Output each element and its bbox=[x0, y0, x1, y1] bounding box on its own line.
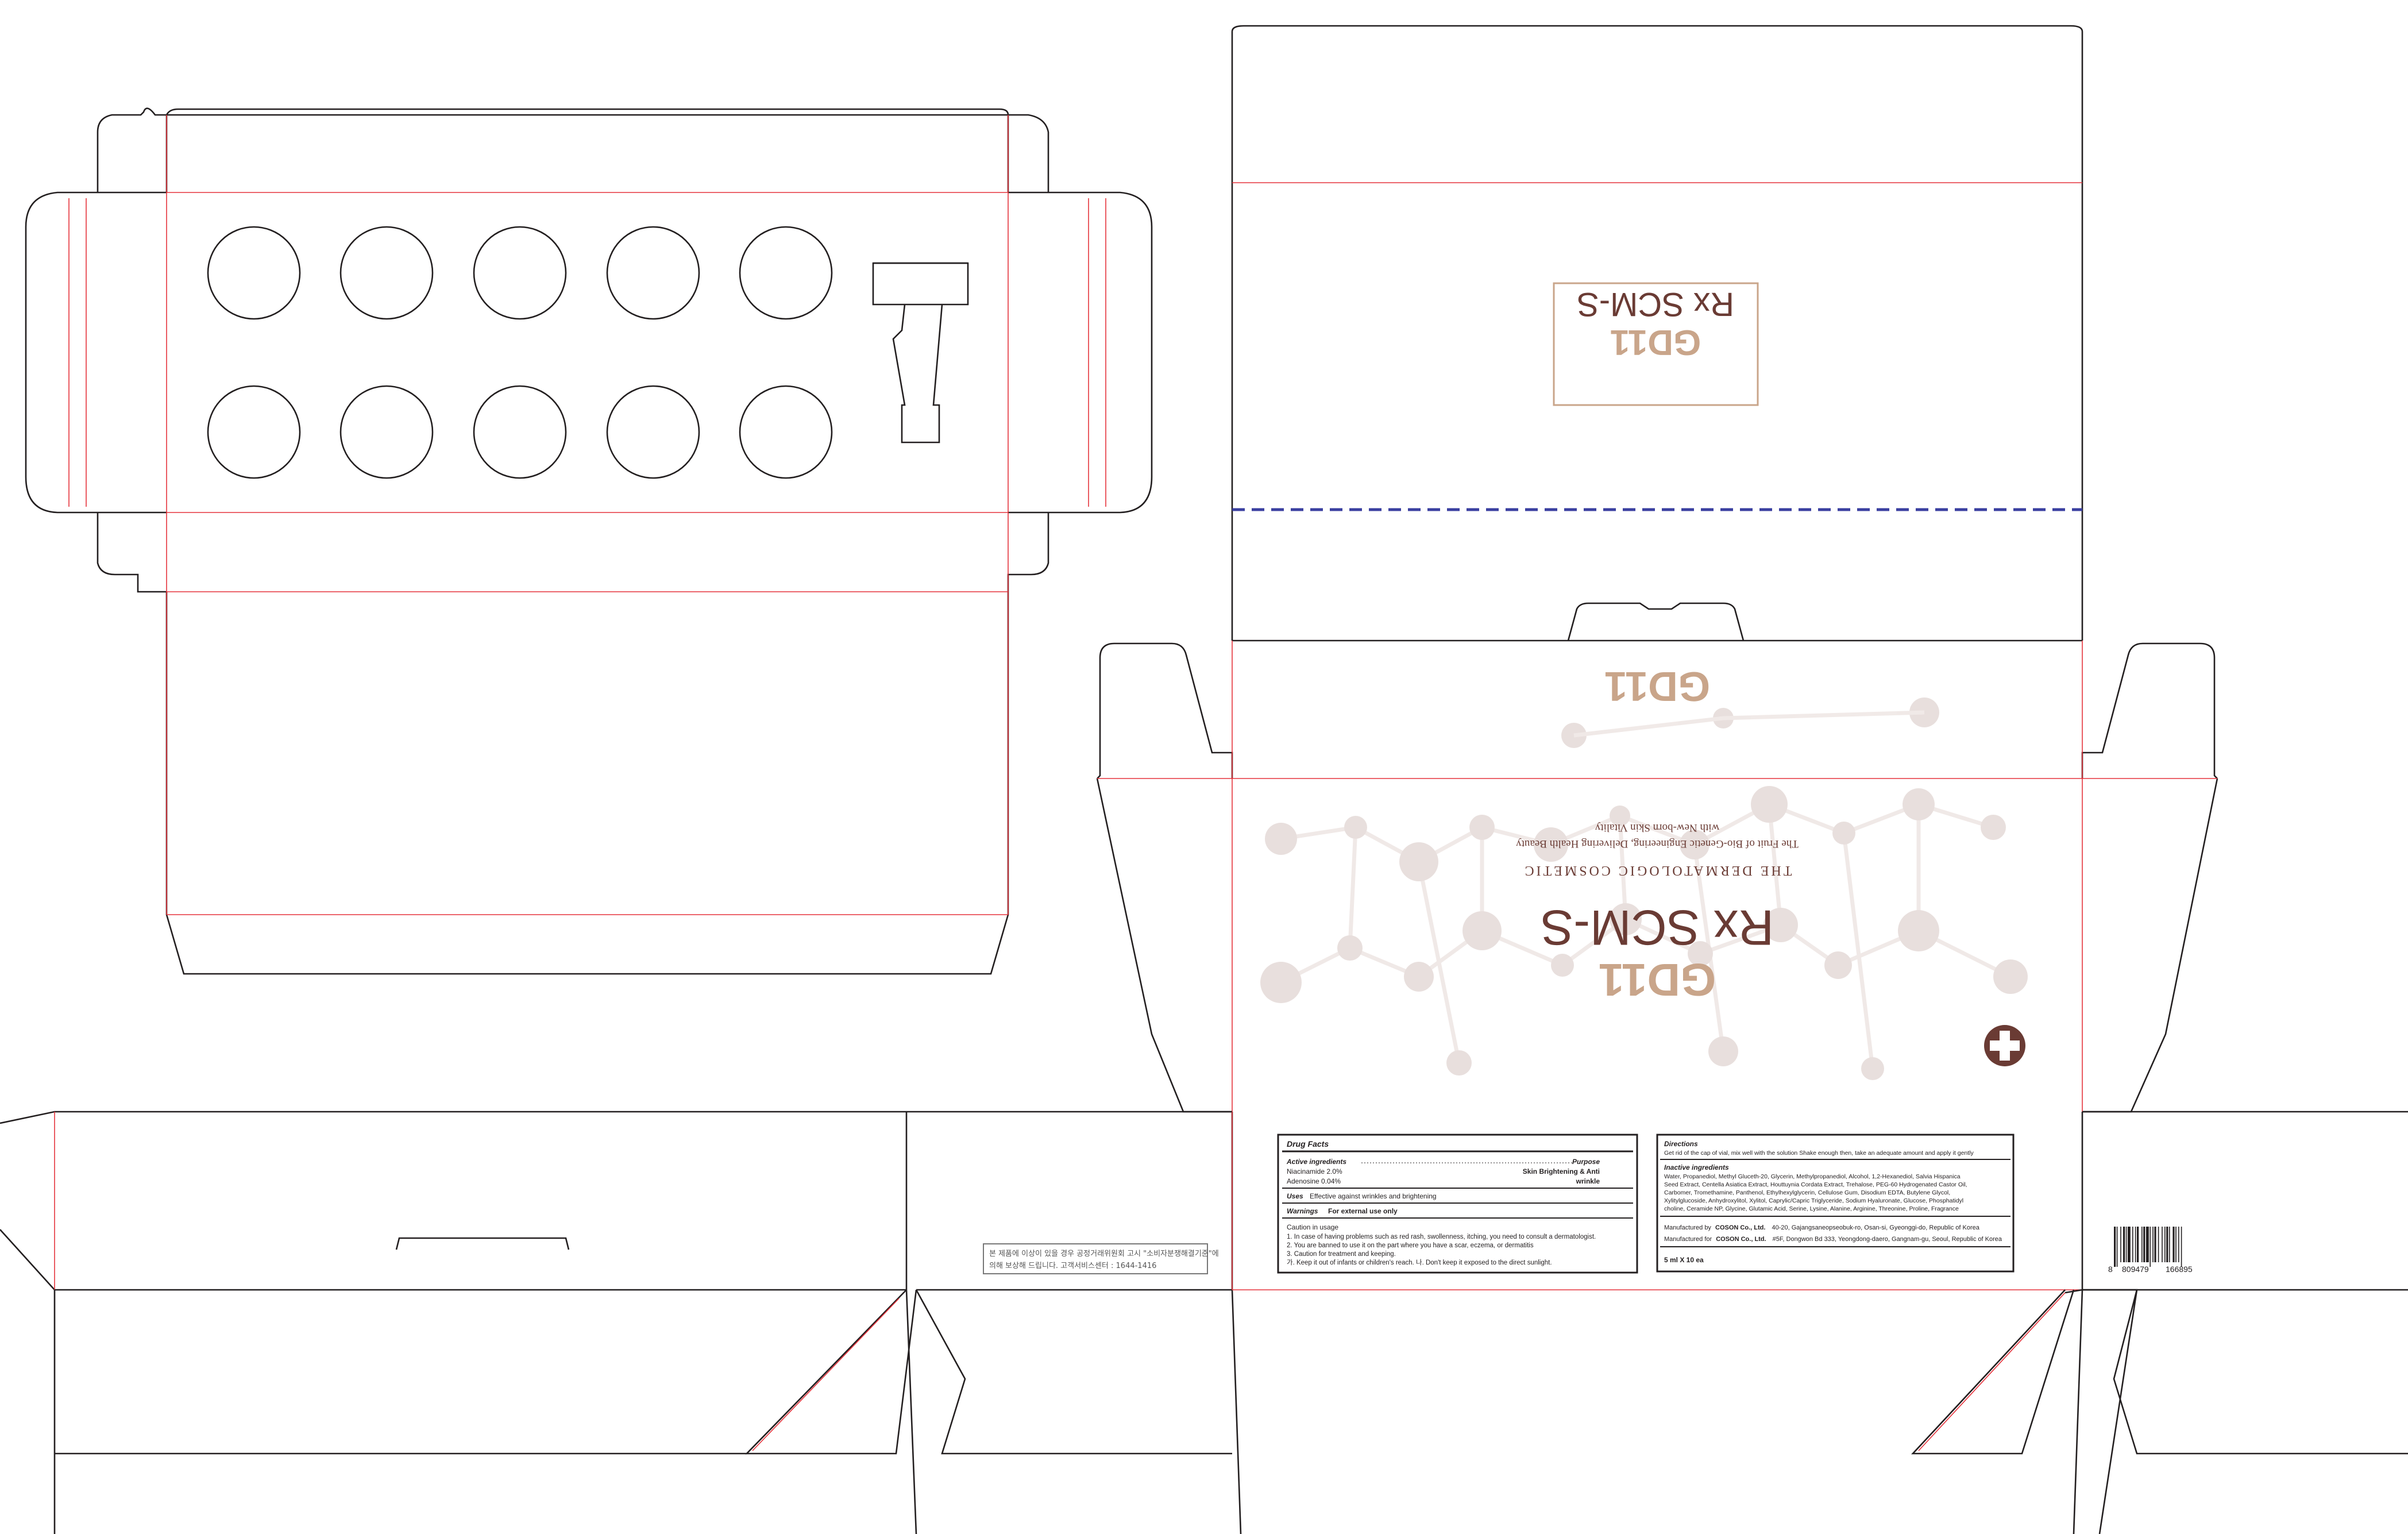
manufactured-by-address: 40-20, Gajangsaneopseobuk-ro, Osan-si, G… bbox=[1772, 1224, 1979, 1231]
manufactured-by-company: COSON Co., Ltd. bbox=[1715, 1224, 1765, 1231]
barcode: 8 809479 166895 bbox=[2108, 1227, 2193, 1274]
drug-facts-panel: Drug Facts Active ingredients Purpose Ni… bbox=[1277, 1134, 1638, 1274]
front-brand-logo: GD11 bbox=[1599, 954, 1716, 1005]
manufactured-by-prefix: Manufactured by bbox=[1664, 1224, 1711, 1231]
purpose-heading: Purpose bbox=[1572, 1158, 1600, 1166]
uses-label: Uses bbox=[1287, 1192, 1303, 1200]
caution-3: 3. Caution for treatment and keeping. bbox=[1287, 1251, 1396, 1258]
caution-1: 1. In case of having problems such as re… bbox=[1287, 1234, 1596, 1240]
barcode-bar bbox=[2132, 1227, 2133, 1262]
inactive-1: Water, Propanediol, Methyl Gluceth-20, G… bbox=[1664, 1173, 1961, 1180]
barcode-bar bbox=[2137, 1227, 2139, 1262]
caution-2: 2. You are banned to use it on the part … bbox=[1287, 1242, 1534, 1249]
drug-facts-title: Drug Facts bbox=[1287, 1139, 1329, 1148]
manufactured-for-company: COSON Co., Ltd. bbox=[1716, 1236, 1766, 1243]
barcode-bar bbox=[2178, 1227, 2179, 1262]
plus-circle-icon bbox=[1984, 1025, 2025, 1066]
notice-line-1: 본 제품에 이상이 있을 경우 공정거래위원회 고시 "소비자분쟁해결기준"에 bbox=[989, 1250, 1219, 1258]
volume-text: 5 ml X 10 ea bbox=[1664, 1256, 1704, 1264]
purpose-1: Skin Brightening & Anti bbox=[1523, 1167, 1600, 1175]
flap-brand-logo: GD11 bbox=[1604, 663, 1710, 709]
info-panel: Directions Get rid of the cap of vial, m… bbox=[1656, 1134, 2015, 1273]
barcode-bar bbox=[2175, 1227, 2177, 1262]
slogan-line-1: The Fruit of Bio-Genetic Engineering, De… bbox=[1516, 838, 1799, 850]
barcode-bar bbox=[2125, 1227, 2127, 1262]
barcode-bar bbox=[2166, 1227, 2168, 1262]
barcode-bar bbox=[2116, 1227, 2118, 1267]
barcode-bars bbox=[2114, 1227, 2182, 1267]
inactive-3: Carbomer, Tromethamine, Panthenol, Ethyl… bbox=[1664, 1189, 1950, 1196]
barcode-bar bbox=[2123, 1227, 2125, 1262]
barcode-bar bbox=[2169, 1227, 2170, 1262]
barcode-bar bbox=[2158, 1227, 2159, 1262]
inner-tray bbox=[25, 107, 1153, 975]
barcode-bar bbox=[2152, 1227, 2154, 1262]
inactive-2: Seed Extract, Centella Asiatica Extract,… bbox=[1664, 1181, 1967, 1188]
manufactured-for-prefix: Manufactured for bbox=[1664, 1236, 1712, 1243]
vial-holes bbox=[207, 226, 833, 479]
barcode-digit-2: 809479 bbox=[2122, 1265, 2149, 1274]
barcode-bar bbox=[2135, 1227, 2136, 1262]
barcode-bar bbox=[2143, 1227, 2145, 1262]
manufactured-for-address: #5F, Dongwon Bd 333, Yeongdong-daero, Ga… bbox=[1773, 1236, 2002, 1243]
outer-carton: GD11 Rx SCM-S bbox=[1096, 25, 2408, 1534]
slogan-line-2: with New-born Skin Vitality bbox=[1595, 822, 1719, 834]
barcode-digit-3: 166895 bbox=[2166, 1265, 2193, 1274]
notice-line-2: 의해 보상해 드립니다. 고객서비스센터 : 1644-1416 bbox=[989, 1262, 1156, 1270]
active-ingredients-heading: Active ingredients bbox=[1286, 1158, 1346, 1166]
active-2: Adenosine 0.04% bbox=[1287, 1177, 1341, 1185]
warnings-text: For external use only bbox=[1328, 1207, 1398, 1215]
inactive-5: choline, Ceramide NP, Glycine, Glutamic … bbox=[1664, 1205, 1959, 1212]
lid-product-name: Rx SCM-S bbox=[1577, 286, 1734, 323]
barcode-bar bbox=[2146, 1227, 2149, 1262]
caution-4: 가. Keep it out of infants or children's … bbox=[1287, 1259, 1552, 1266]
inactive-heading: Inactive ingredients bbox=[1664, 1163, 1729, 1171]
caution-heading: Caution in usage bbox=[1287, 1223, 1338, 1231]
lid-brand-logo: GD11 bbox=[1610, 322, 1701, 362]
consumer-notice-box: 본 제품에 이상이 있을 경우 공정거래위원회 고시 "소비자분쟁해결기준"에 … bbox=[983, 1243, 1219, 1274]
uses-text: Effective against wrinkles and brighteni… bbox=[1310, 1192, 1437, 1200]
tagline: THE DERMATOLOGIC COSMETIC bbox=[1523, 863, 1792, 878]
barcode-bar bbox=[2128, 1227, 2131, 1262]
svg-text:Manufactured for COSON C: Manufactured for COSON Co., Ltd. #5F, Do… bbox=[1664, 1236, 2002, 1243]
active-1: Niacinamide 2.0% bbox=[1287, 1167, 1342, 1175]
svg-text:Manufactured by COSON Co: Manufactured by COSON Co., Ltd. 40-20, G… bbox=[1664, 1224, 1980, 1231]
barcode-bar bbox=[2164, 1227, 2166, 1262]
barcode-bar bbox=[2120, 1227, 2121, 1262]
barcode-bar bbox=[2181, 1227, 2182, 1267]
barcode-digit-1: 8 bbox=[2108, 1265, 2113, 1274]
molecule-pattern bbox=[1260, 697, 2028, 1080]
barcode-bar bbox=[2114, 1227, 2116, 1267]
barcode-bar bbox=[2141, 1227, 2143, 1262]
purpose-2: wrinkle bbox=[1576, 1177, 1600, 1185]
barcode-bar bbox=[2162, 1227, 2163, 1262]
barcode-bar bbox=[2154, 1227, 2156, 1262]
dropper-slot bbox=[872, 262, 969, 444]
warnings-label: Warnings bbox=[1287, 1207, 1318, 1215]
front-product-name: Rx SCM-S bbox=[1541, 900, 1774, 955]
barcode-bar bbox=[2150, 1227, 2151, 1267]
barcode-bar bbox=[2172, 1227, 2175, 1262]
directions-heading: Directions bbox=[1664, 1140, 1698, 1148]
bottom-strip: 본 제품에 이상이 있을 경우 공정거래위원회 고시 "소비자분쟁해결기준"에 … bbox=[0, 1111, 1233, 1534]
inactive-4: Xylitylglucoside, Anhydroxylitol, Xylito… bbox=[1664, 1197, 1963, 1204]
directions-text: Get rid of the cap of vial, mix well wit… bbox=[1664, 1150, 1974, 1157]
